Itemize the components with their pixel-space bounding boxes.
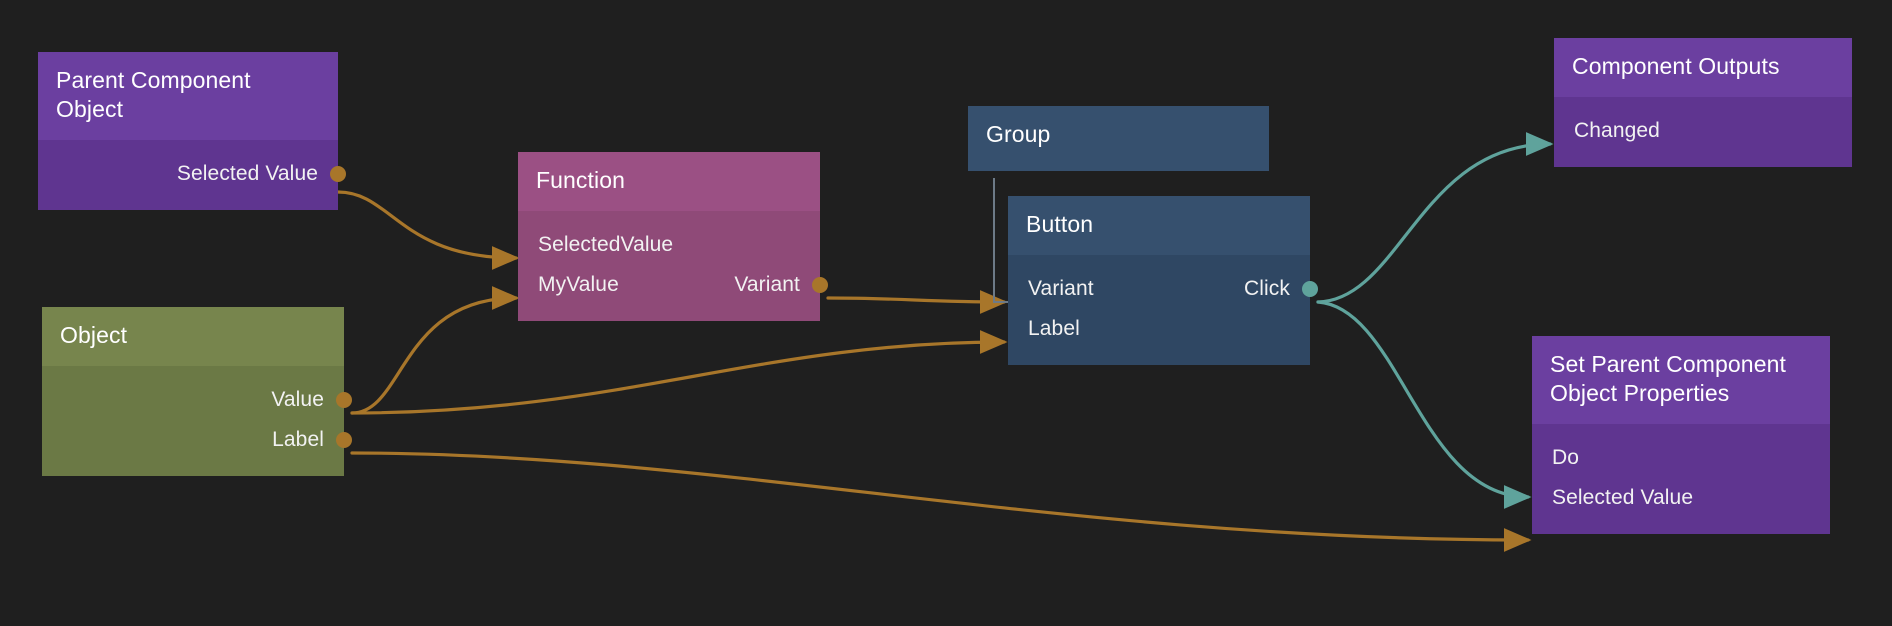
port-row-selected-value[interactable]: Selected Value xyxy=(38,154,346,194)
port-label-input: MyValue xyxy=(538,273,619,296)
node-title: Parent Component Object xyxy=(38,52,338,140)
node-title: Group xyxy=(986,121,1051,147)
node-parent-component-object[interactable]: Parent Component Object Selected Value xyxy=(38,52,346,210)
port-row-label[interactable]: Label xyxy=(1008,309,1310,349)
output-port-dot[interactable] xyxy=(330,166,346,182)
port-label: Value xyxy=(271,388,324,411)
output-port-dot[interactable] xyxy=(1302,281,1318,297)
output-port-dot[interactable] xyxy=(336,432,352,448)
output-port-dot[interactable] xyxy=(812,277,828,293)
node-body: Variant Click Label xyxy=(1008,255,1318,365)
port-label: Changed xyxy=(1574,119,1660,142)
node-button[interactable]: Button Variant Click Label xyxy=(1008,196,1318,365)
node-body: Do Selected Value xyxy=(1532,424,1830,534)
port-row-value[interactable]: Value xyxy=(42,380,352,420)
port-row-variant-click[interactable]: Variant Click xyxy=(1008,269,1318,309)
output-port-dot[interactable] xyxy=(336,392,352,408)
port-label: Label xyxy=(1028,317,1080,340)
node-title: Set Parent Component Object Properties xyxy=(1532,336,1830,424)
node-component-outputs[interactable]: Component Outputs Changed xyxy=(1554,38,1852,167)
node-body: Changed xyxy=(1554,97,1852,167)
port-row-selected-value[interactable]: Selected Value xyxy=(1532,478,1830,518)
port-row-label[interactable]: Label xyxy=(42,420,352,460)
port-row-myvalue-variant[interactable]: MyValue Variant xyxy=(518,265,828,305)
port-row-do[interactable]: Do xyxy=(1532,438,1830,478)
port-label: Selected Value xyxy=(176,162,318,185)
edge-object-value-to-button-label xyxy=(350,330,1008,415)
node-title: Component Outputs xyxy=(1554,38,1852,97)
node-body: Value Label xyxy=(42,366,352,476)
node-function[interactable]: Function SelectedValue MyValue Variant xyxy=(518,152,828,321)
edge-object-value-to-function-myvalue xyxy=(350,286,520,415)
edge-button-click-to-setparent-do xyxy=(1316,300,1532,509)
edge-button-click-to-componentoutputs-changed xyxy=(1316,132,1554,304)
node-set-parent-component-object-properties[interactable]: Set Parent Component Object Properties D… xyxy=(1532,336,1830,534)
port-label-output: Click xyxy=(1244,277,1290,300)
port-label: Selected Value xyxy=(1552,486,1694,509)
node-object[interactable]: Object Value Label xyxy=(42,307,352,476)
port-label-output: Variant xyxy=(734,273,800,296)
port-row-selectedvalue[interactable]: SelectedValue xyxy=(518,225,820,265)
node-title: Function xyxy=(518,152,820,211)
port-label: SelectedValue xyxy=(538,233,674,256)
node-body: Selected Value xyxy=(38,140,346,210)
node-title: Button xyxy=(1008,196,1310,255)
node-group[interactable]: Group xyxy=(968,106,1269,171)
port-row-changed[interactable]: Changed xyxy=(1554,111,1852,151)
edge-function-variant-to-button-variant xyxy=(826,290,1008,314)
port-label: Label xyxy=(272,428,324,451)
edge-parent-selectedvalue-to-function-selectedvalue xyxy=(336,190,520,270)
port-label: Do xyxy=(1552,446,1580,469)
port-label-input: Variant xyxy=(1028,277,1094,300)
edge-object-label-to-setparent-selectedvalue xyxy=(350,451,1532,552)
node-title: Object xyxy=(42,307,344,366)
node-body: SelectedValue MyValue Variant xyxy=(518,211,828,321)
